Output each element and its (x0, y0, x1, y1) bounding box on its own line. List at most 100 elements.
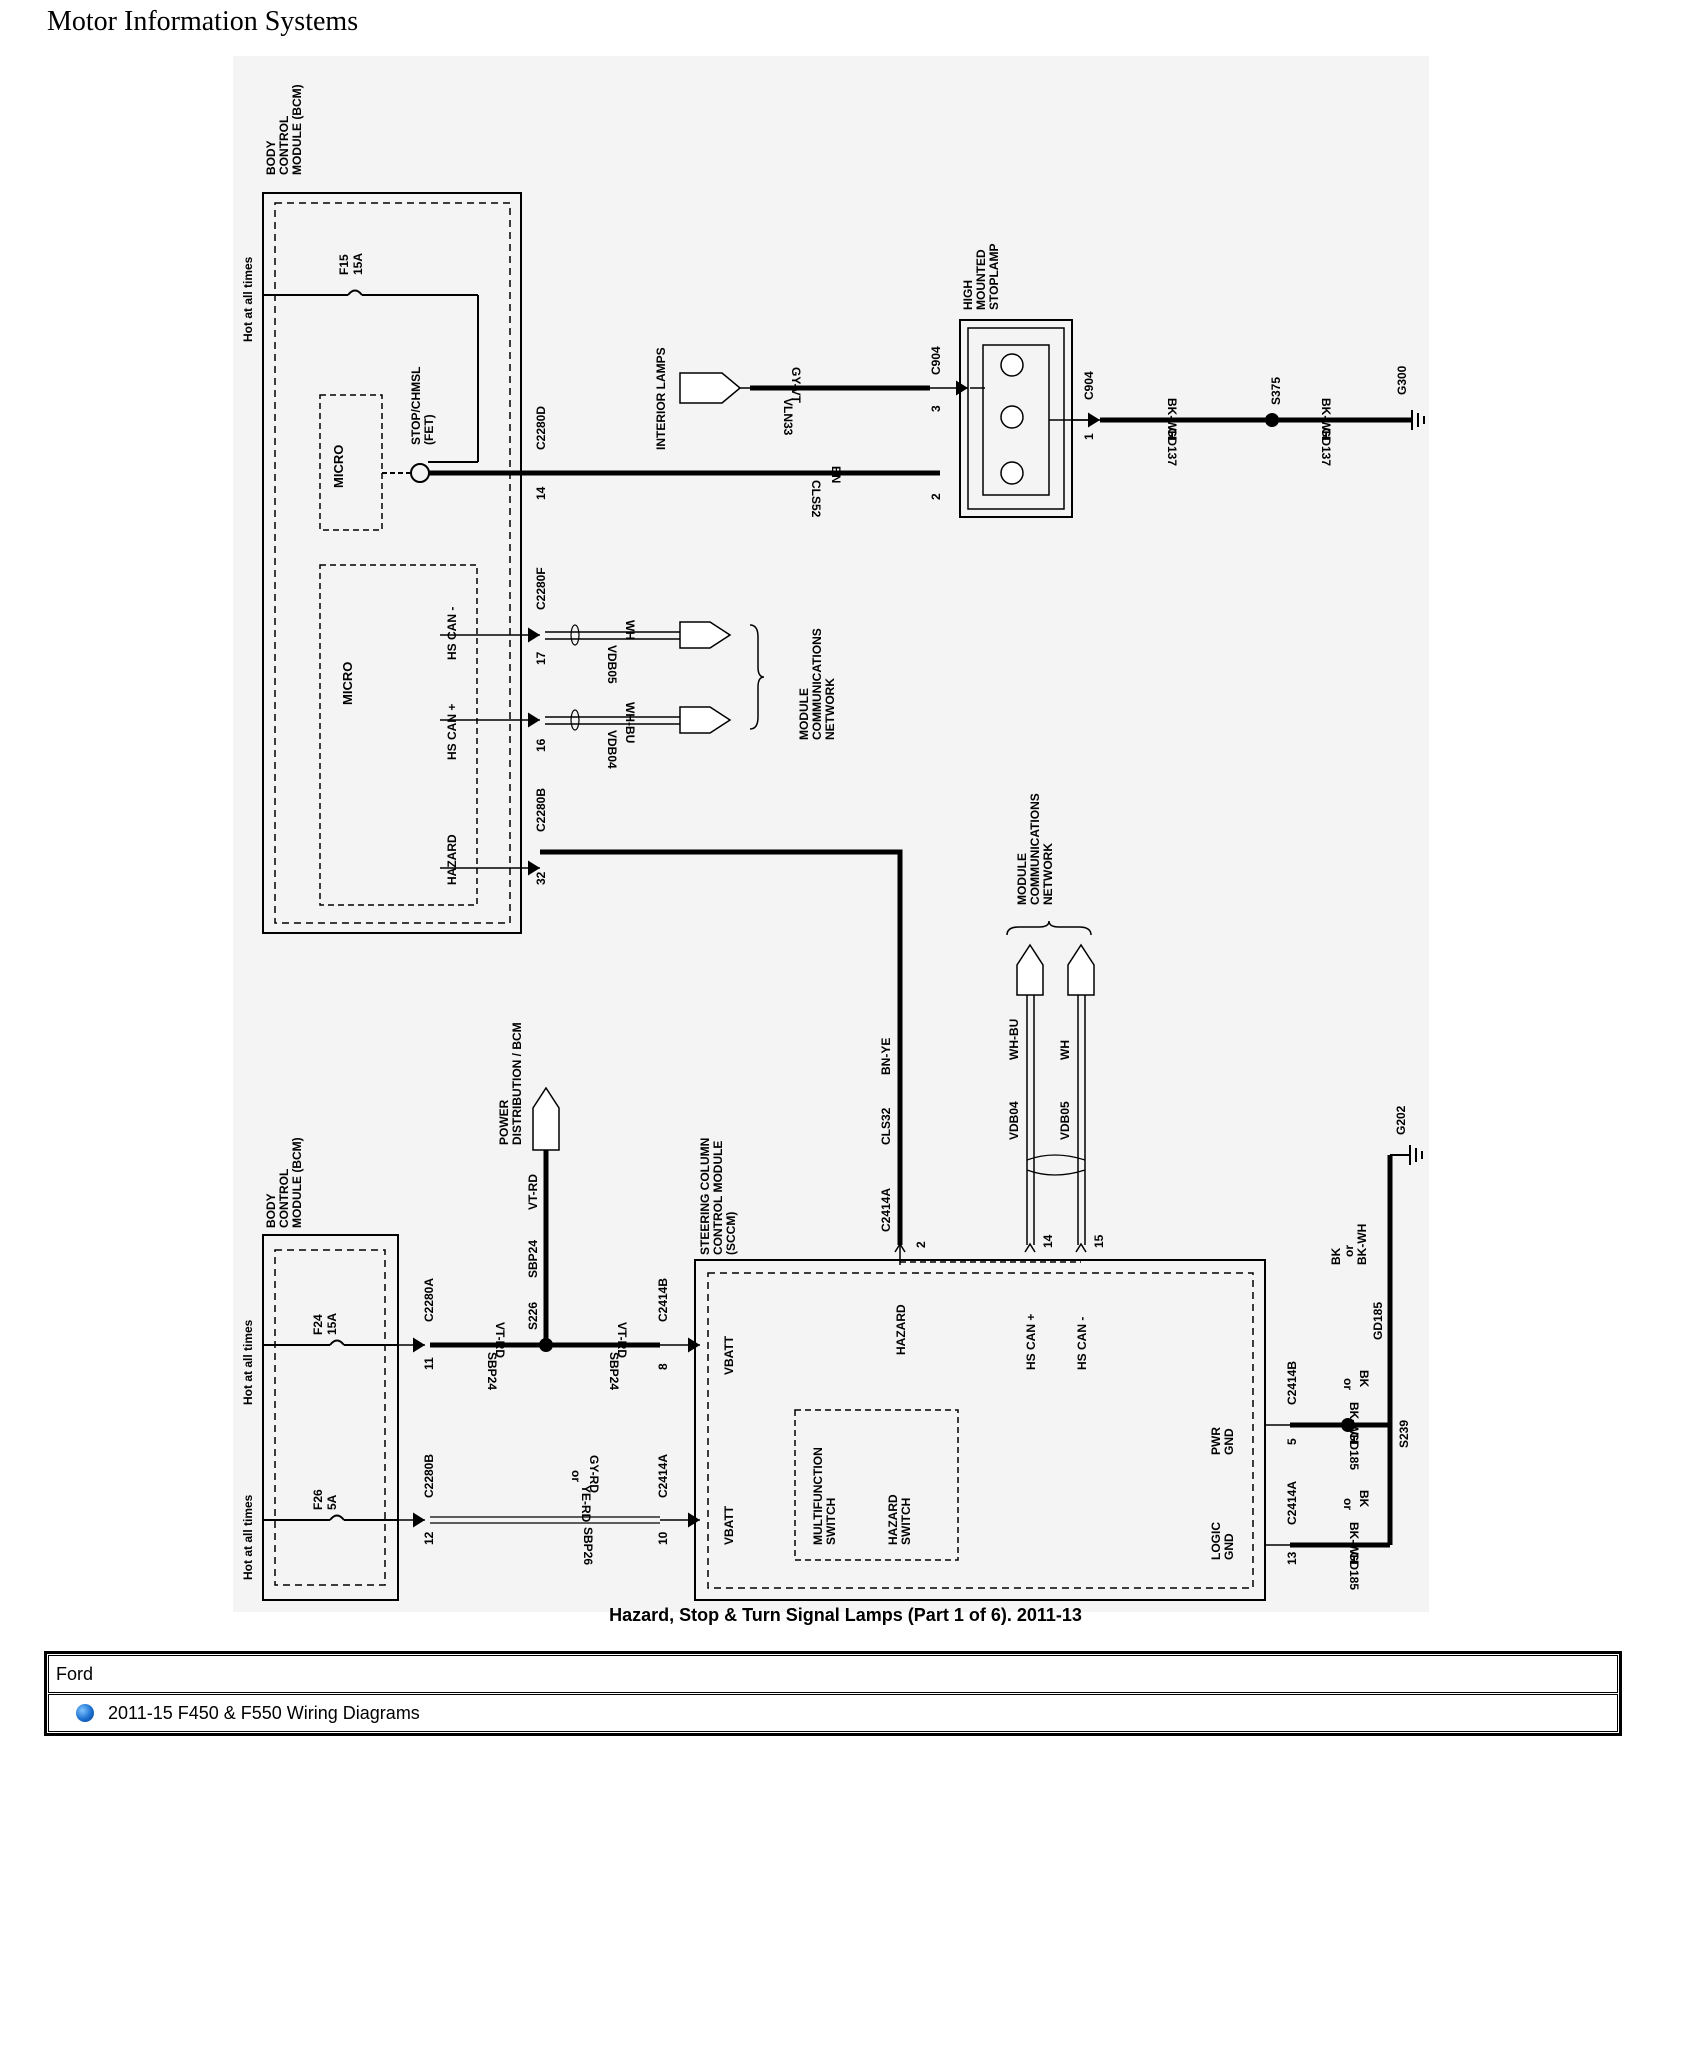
sccm-name-3: (SCCM) (724, 1212, 738, 1255)
wire-bk-wh-2: BK-WH (1319, 398, 1333, 439)
bcm-top-micro-label: MICRO (331, 445, 346, 488)
circuit-cls32: CLS32 (879, 1107, 893, 1145)
bcm-top-module: BODY CONTROL MODULE (BCM) Hot at all tim… (241, 84, 522, 934)
fuse-f26-id: F26 (311, 1489, 325, 1510)
splice-s239: S239 (1397, 1420, 1411, 1448)
circuit-gd137-2: GD137 (1319, 428, 1333, 466)
sccm-hs-can-minus: HS CAN - (1075, 1317, 1089, 1370)
pin-32: 32 (534, 871, 548, 885)
wire-gy-vt: GY-VT (789, 367, 803, 404)
pin-17: 17 (534, 651, 548, 665)
circuit-vln33: VLN33 (781, 398, 795, 436)
globe-icon (76, 1704, 94, 1722)
hazard-switch-2: SWITCH (899, 1498, 913, 1545)
circuit-vdb05-right: VDB05 (1058, 1101, 1072, 1140)
power-dist-label-1: POWER (497, 1099, 511, 1145)
page-header: Motor Information Systems (47, 6, 359, 37)
wire-bn-label: BN (829, 466, 843, 483)
wire-bn-ye: BN-YE (879, 1038, 893, 1075)
wire-wh-top: WH (623, 620, 637, 640)
vehicle-info-table: Ford 2011-15 F450 & F550 Wiring Diagrams (44, 1651, 1622, 1736)
network-top-label-3: NETWORK (823, 678, 837, 740)
make-row: Ford (48, 1655, 1618, 1693)
conn-c2280d: C2280D (534, 406, 548, 450)
ground-g202: G202 (1394, 1105, 1408, 1135)
wire-chmsl-ground: C904 1 BK-WH GD137 S375 BK-WH GD137 G300 (1072, 365, 1425, 466)
circuit-vdb04-right: VDB04 (1007, 1101, 1021, 1140)
power-dist-label-2: DISTRIBUTION / BCM (510, 1022, 524, 1145)
logic-gnd-2: GND (1222, 1533, 1236, 1560)
sccm-hs-can-plus: HS CAN + (1024, 1314, 1038, 1370)
circuit-sbp24-left: SBP24 (485, 1352, 499, 1390)
bcm-top-name-2: CONTROL (277, 116, 291, 175)
stop-chmsl-label: STOP/CHMSL (409, 367, 423, 445)
wire-ye-rd: YE-RD (579, 1485, 593, 1523)
bcm-bottom-module: BODY CONTROL MODULE (BCM) Hot at all tim… (241, 1137, 399, 1601)
circuit-sbp26: SBP26 (581, 1527, 595, 1565)
network-right-label-1: MODULE (1015, 853, 1029, 905)
wire-vt-rd-left: VT-RD (493, 1322, 507, 1358)
bcm-top-name-1: BODY (264, 140, 278, 175)
wire-bk-wh-pwr: BK-WH (1347, 1402, 1361, 1443)
fuse-f26-rating: 5A (325, 1494, 339, 1510)
pin-14-sccm: 14 (1041, 1234, 1055, 1248)
chmsl-pin-1: 1 (1082, 433, 1096, 440)
wire-bk-wh-1: BK-WH (1165, 398, 1179, 439)
circuit-gd185-pwr: GD185 (1347, 1432, 1361, 1470)
splice-s226: S226 (526, 1302, 540, 1330)
bcm-bottom-hot-1: Hot at all times (241, 1319, 255, 1405)
wire-gy-rd: GY-RD (587, 1455, 601, 1493)
sccm-ground-wiring: C2414B 5 BK or BK-WH GD185 S239 C2414A 1… (1265, 1105, 1423, 1590)
wire-or-sbp26: or (569, 1470, 583, 1482)
wire-vt-rd-right: VT-RD (615, 1322, 629, 1358)
network-top-label-1: MODULE (797, 688, 811, 740)
hs-can-top-wires: C2280F 17 16 WH VDB05 WH-BU VDB04 MODULE… (440, 567, 837, 876)
bcm-bottom-name-1: BODY (264, 1193, 278, 1228)
pin-2-hazard: 2 (914, 1241, 928, 1248)
make-label: Ford (56, 1663, 94, 1684)
pin-8: 8 (656, 1363, 670, 1370)
wire-bn-cls52: C2280D 14 BN CLS52 2 (429, 406, 943, 518)
circuit-gd185-logic: GD185 (1347, 1552, 1361, 1590)
pin-13: 13 (1285, 1551, 1299, 1565)
conn-c2280f: C2280F (534, 567, 548, 610)
chmsl-pin-3: 3 (929, 405, 943, 412)
chmsl-name-2: MOUNTED (974, 249, 988, 310)
hazard-switch-1: HAZARD (886, 1494, 900, 1545)
bcm-bottom-hot-2: Hot at all times (241, 1494, 255, 1580)
conn-c2280a: C2280A (422, 1278, 436, 1322)
chmsl-name-1: HIGH (961, 280, 975, 310)
circuit-gd137-1: GD137 (1165, 428, 1179, 466)
pwr-gnd-1: PWR (1209, 1427, 1223, 1455)
multifunction-switch-2: SWITCH (824, 1498, 838, 1545)
vertical-or: or (1342, 1245, 1356, 1257)
wire-vt-rd-vertical: VT-RD (526, 1174, 540, 1210)
chmsl-pin-2: 2 (929, 493, 943, 500)
conn-c2414b-power: C2414B (656, 1278, 670, 1322)
sccm-name-1: STEERING COLUMN (698, 1138, 712, 1255)
splice-s375: S375 (1269, 377, 1283, 405)
circuit-sbp24-vertical: SBP24 (526, 1240, 540, 1278)
fuse-f24-rating: 15A (325, 1313, 339, 1335)
wire-gy-vt-vln33: INTERIOR LAMPS GY-VT VLN33 C904 3 (654, 346, 968, 450)
chmsl-name-3: STOPLAMP (987, 244, 1001, 310)
bcm-top-name-3: MODULE (BCM) (290, 84, 304, 175)
sccm-name-2: CONTROL MODULE (711, 1141, 725, 1255)
chmsl-component: HIGH MOUNTED STOPLAMP (959, 244, 1090, 518)
conn-c904-right: C904 (1082, 371, 1096, 400)
title-row[interactable]: 2011-15 F450 & F550 Wiring Diagrams (48, 1694, 1618, 1732)
circuit-vdb04-top: VDB04 (605, 730, 619, 769)
wire-or-pwr: or (1341, 1378, 1355, 1390)
stop-fet-label: (FET) (422, 414, 436, 445)
pin-12: 12 (422, 1531, 436, 1545)
interior-lamps-label: INTERIOR LAMPS (654, 347, 668, 450)
pin-11: 11 (422, 1357, 436, 1370)
wire-hazard-cls32: C2280B 32 CLS32 BN-YE C2414A 2 (534, 788, 928, 1248)
fuse-f15-circuit (263, 289, 479, 483)
wire-sbp24: POWER DISTRIBUTION / BCM VT-RD SBP24 S22… (398, 1022, 700, 1390)
conn-c2414a-gnd: C2414A (1285, 1481, 1299, 1525)
diagram-title-link[interactable]: 2011-15 F450 & F550 Wiring Diagrams (108, 1702, 420, 1723)
wire-wh-bu-top: WH-BU (623, 702, 637, 743)
wire-bk-wh-logic: BK-WH (1347, 1522, 1361, 1563)
